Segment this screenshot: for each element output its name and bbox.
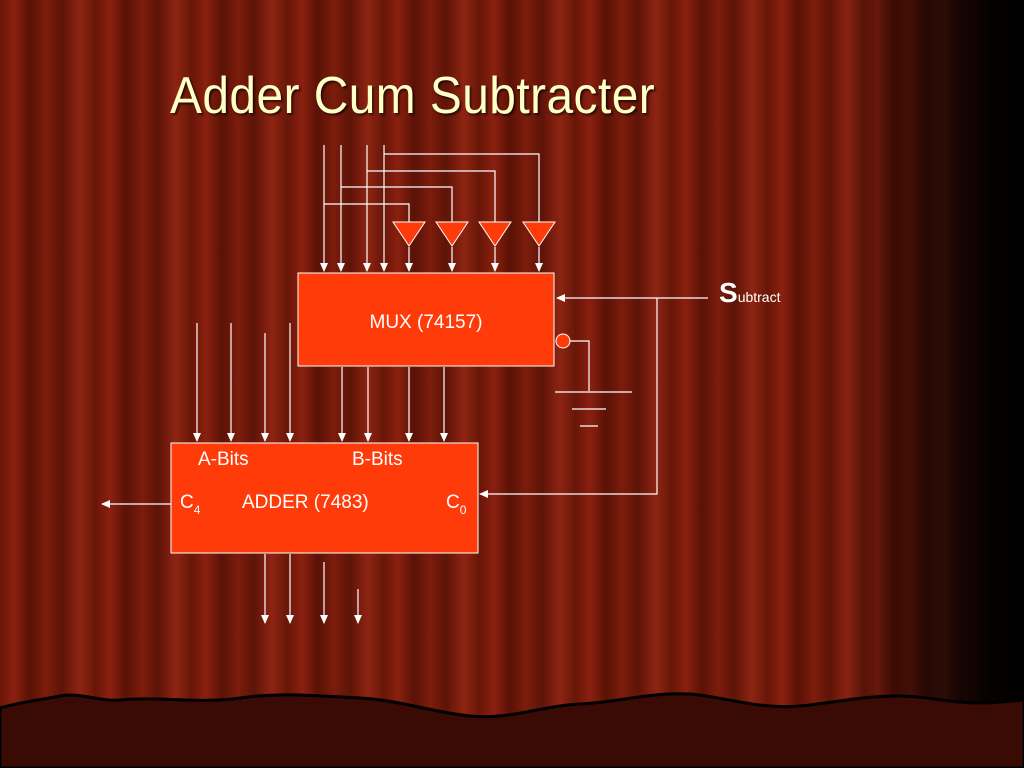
adder-label: ADDER (7483) <box>242 492 369 513</box>
carry-in-wire <box>479 298 658 498</box>
inverter-icon-4 <box>522 221 556 247</box>
stage-floor <box>0 692 1024 768</box>
branch-wire-2 <box>341 186 453 222</box>
mux-block <box>297 272 555 367</box>
b-bits-label: B-Bits <box>352 449 403 470</box>
inverter-icon-3 <box>478 221 512 247</box>
carry-in-label: C0 <box>446 492 467 517</box>
branch-wire-4 <box>384 153 540 222</box>
ground-wire <box>570 340 590 391</box>
branch-wire-1 <box>324 203 410 222</box>
a-bits-label: A-Bits <box>198 449 249 470</box>
branch-wire-3 <box>367 170 496 222</box>
subtract-label: Subtract <box>719 277 781 308</box>
mux-select-bubble <box>555 333 571 349</box>
inverter-icon-1 <box>392 221 426 247</box>
slide-title: Adder Cum Subtracter <box>170 67 656 125</box>
mux-label: MUX (74157) <box>370 312 483 333</box>
adder-block <box>170 442 479 554</box>
inverter-icon-2 <box>435 221 469 247</box>
carry-out-label: C4 <box>180 492 201 517</box>
